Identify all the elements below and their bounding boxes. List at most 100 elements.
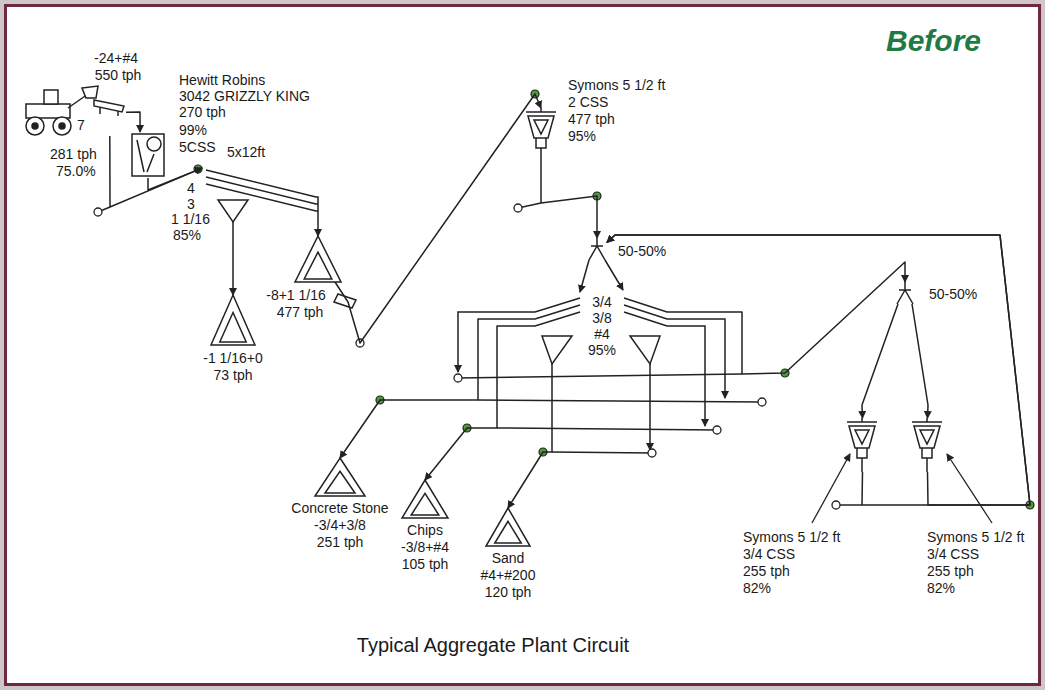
equipment-label: 251 tph (316, 534, 365, 550)
cone-crusher-icon (845, 418, 880, 472)
equipment-label: 95% (567, 128, 597, 144)
loader-cab (44, 90, 58, 104)
equipment-label: 7 (76, 117, 86, 133)
cone-crusher: Symons 5 1/2 ft2 CSS477 tph95% (524, 108, 558, 162)
equipment-label: 1 1/16 (170, 211, 211, 227)
feed-plate (526, 108, 556, 112)
leader-line (812, 454, 992, 523)
stockpile-icon (295, 236, 341, 282)
equipment-label: 477 tph (567, 111, 616, 127)
conveyor (552, 452, 652, 453)
chute-line (649, 364, 651, 450)
conveyor-flow (607, 235, 1030, 505)
equipment-label: Symons 5 1/2 ft (742, 529, 841, 545)
leader-line (812, 454, 850, 523)
screen-deck (206, 170, 318, 222)
cone-body (528, 116, 554, 138)
jaw-crusher: Hewitt Robins3042 GRIZZLY KING270 tph99%… (130, 132, 166, 178)
tail-pulley (94, 208, 102, 216)
equipment-label: 85% (172, 227, 202, 243)
jaw-plate (137, 140, 154, 172)
equipment-label: 255 tph (742, 563, 791, 579)
equipment-label: 4 (186, 180, 196, 196)
tail-pulley (758, 398, 766, 406)
conveyor-flow (580, 260, 589, 292)
cone-crusher-icon (524, 108, 558, 162)
conveyor-flow (317, 222, 319, 236)
pile-outline (486, 508, 530, 546)
equipment-label: #4+#200 (480, 567, 537, 583)
equipment-label: 255 tph (926, 563, 975, 579)
tail-pulley (514, 204, 522, 212)
crusher-frame (132, 134, 164, 176)
conveyor-flow (541, 162, 597, 238)
equipment-label: -1 1/16+0 (202, 350, 264, 366)
conveyor-flow (335, 94, 541, 343)
wheel-loader-feeder: -24+#4550 tph7281 tph75.0% (18, 82, 126, 136)
cone-body (914, 426, 940, 448)
screen-deck (530, 298, 580, 326)
loader-wheel (26, 117, 44, 135)
equipment-label: 50-50% (617, 243, 667, 259)
title: Before (886, 24, 981, 58)
stockpile-icon (402, 480, 448, 518)
equipment-label: 50-50% (928, 286, 978, 302)
pile-core (495, 521, 521, 543)
mantle (920, 430, 934, 444)
flywheel (147, 137, 161, 151)
loader-bucket (82, 86, 98, 98)
tail-pulley (832, 501, 840, 509)
equipment-label: 5x12ft (226, 144, 266, 160)
stockpile: -1 1/16+073 tph (211, 295, 255, 345)
equipment-label: Symons 5 1/2 ft (567, 77, 666, 93)
pile-outline (315, 458, 365, 496)
jaw-crusher-icon (130, 132, 166, 178)
chute-line (672, 326, 705, 426)
equipment-label: 281 tph (49, 146, 98, 162)
cone-discharge (857, 448, 867, 472)
loader-wheel (53, 117, 71, 135)
loader-hub (59, 123, 65, 129)
stockpile-icon (315, 458, 365, 496)
screen-deck (624, 298, 672, 326)
scalping-screen-icon (202, 160, 322, 222)
equipment-label: 105 tph (401, 556, 450, 572)
loader-body (26, 104, 70, 118)
equipment-label: 99% (178, 122, 208, 138)
feed-plate (912, 418, 942, 422)
equipment-label: Sand (491, 550, 526, 566)
stockpile-icon (486, 508, 530, 546)
wheel-loader-feeder-icon (18, 82, 126, 136)
stockpile-icon (211, 295, 255, 345)
cone-discharge (536, 138, 546, 162)
equipment-label: 3/4 CSS (926, 546, 980, 562)
caption: Typical Aggregate Plant Circuit (357, 634, 629, 657)
head-pulley (194, 90, 1034, 509)
conveyor (497, 428, 717, 430)
flow-splitter: 50-50% (895, 282, 915, 304)
equipment-label: 95% (587, 342, 617, 358)
equipment-label: -3/8+#4 (400, 539, 450, 555)
scalping-screen: 5x12ft431 1/1685% (202, 160, 322, 222)
equipment-label: 82% (742, 580, 772, 596)
feed-plate (847, 418, 877, 422)
conveyor (478, 400, 762, 402)
pile-core (325, 471, 355, 493)
equipment-label: 270 tph (178, 104, 227, 120)
product-screens: 3/43/8#495% (530, 292, 672, 364)
mantle (855, 430, 869, 444)
pile-outline (295, 236, 341, 282)
equipment-label: 3 (186, 196, 196, 212)
cone-crusher: Symons 5 1/2 ft3/4 CSS255 tph82% (845, 418, 880, 472)
conveyor-flow (912, 304, 928, 418)
cone-crusher-icon (910, 418, 945, 472)
pile-core (304, 252, 332, 279)
equipment-label: 82% (926, 580, 956, 596)
cone-crusher: Symons 5 1/2 ft3/4 CSS255 tph82% (910, 418, 945, 472)
equipment-label: 477 tph (276, 304, 325, 320)
fines-hopper (218, 200, 248, 222)
equipment-label: 3/8 (591, 310, 612, 326)
mantle (534, 120, 548, 134)
equipment-label: #4 (593, 326, 611, 342)
